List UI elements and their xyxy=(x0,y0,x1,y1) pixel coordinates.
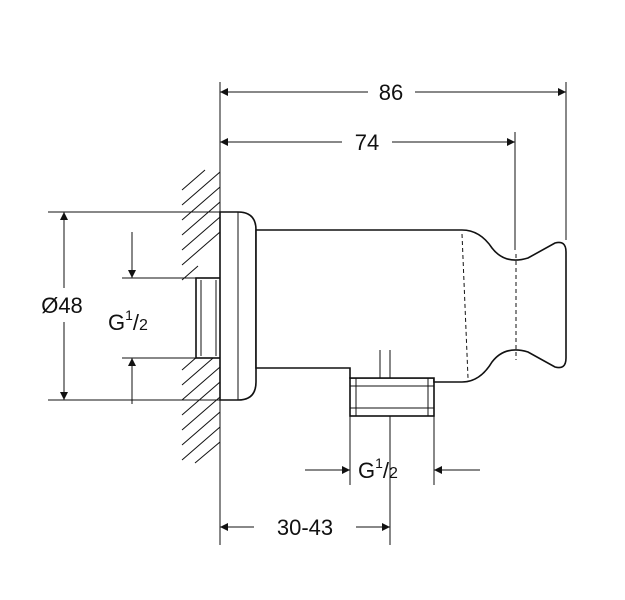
outlet-thread-label: G1/2 xyxy=(358,455,398,483)
wall-thread-numerator: 1 xyxy=(125,307,133,323)
outlet-offset-label: 30-43 xyxy=(277,515,333,540)
wall-thread-label: G1/2 xyxy=(108,307,148,335)
dim-outlet-thread: G1/2 xyxy=(305,455,480,483)
body-length-label: 74 xyxy=(355,130,379,155)
wall-thread-denominator: 2 xyxy=(139,317,148,334)
wall-thread-stub xyxy=(195,277,223,359)
dim-wall-thread: G1/2 xyxy=(108,232,148,404)
overall-length-label: 86 xyxy=(379,80,403,105)
dim-body-length: 74 xyxy=(220,130,515,155)
hidden-edge-left xyxy=(461,233,469,379)
dim-flange-diameter: Ø48 xyxy=(41,212,83,400)
dim-outlet-offset: 30-43 xyxy=(220,515,390,540)
flange-diameter-label: Ø48 xyxy=(41,293,83,318)
outlet-thread-main: G xyxy=(358,458,375,483)
wall-thread-main: G xyxy=(108,310,125,335)
outlet-connector xyxy=(349,377,435,417)
outlet-thread-numerator: 1 xyxy=(375,455,383,471)
wall-hatching xyxy=(181,82,221,545)
holder-body xyxy=(255,229,567,383)
dim-overall-length: 86 xyxy=(220,80,566,105)
outlet-thread-denominator: 2 xyxy=(389,465,398,482)
